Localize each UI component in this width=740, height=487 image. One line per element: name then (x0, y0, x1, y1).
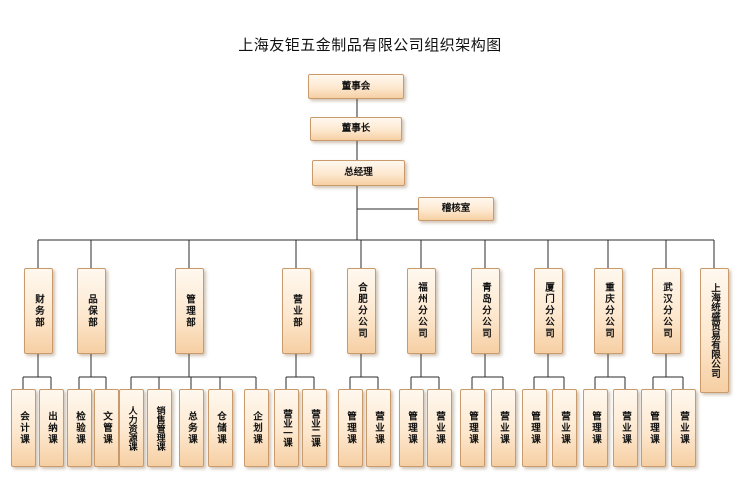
department-node-5: 合肥分公司 (346, 268, 376, 354)
section-node-8-2: 营业课 (551, 389, 577, 467)
chairman-node: 董事长 (310, 117, 402, 141)
department-node-7: 青岛分公司 (470, 268, 500, 354)
section-node-2-1: 检验课 (66, 389, 92, 467)
section-node-8-1: 管理课 (521, 389, 547, 467)
section-node-6-2: 营业课 (426, 389, 452, 467)
section-node-2-2: 文管课 (93, 389, 119, 467)
department-node-2: 品保部 (76, 268, 106, 354)
section-node-10-2: 营业课 (670, 389, 696, 467)
department-node-4: 营业部 (281, 268, 311, 354)
department-node-10: 武汉分公司 (651, 268, 681, 354)
section-node-1-1: 会计课 (10, 389, 36, 467)
section-node-1-2: 出纳课 (38, 389, 64, 467)
department-node-1: 财务部 (23, 268, 53, 354)
general-manager-node: 总经理 (312, 160, 405, 186)
section-node-5-1: 管理课 (337, 389, 363, 467)
section-node-10-1: 管理课 (640, 389, 666, 467)
chart-title: 上海友钜五金制品有限公司组织架构图 (238, 36, 502, 54)
department-node-11: 上海统盛贸易有限公司 (699, 268, 729, 393)
section-node-7-2: 营业课 (490, 389, 516, 467)
department-node-8: 厦门分公司 (533, 268, 563, 354)
section-node-5-2: 营业课 (365, 389, 391, 467)
section-node-4-2: 营业二课 (301, 389, 327, 467)
board-node: 董事会 (308, 74, 404, 99)
section-node-3-3: 总务课 (178, 389, 204, 467)
section-node-6-1: 管理课 (398, 389, 424, 467)
section-node-3-2: 销售管理课 (146, 389, 172, 467)
department-node-6: 福州分公司 (406, 268, 436, 354)
section-node-3-5: 企划课 (243, 389, 269, 467)
section-node-3-4: 仓储课 (207, 389, 233, 467)
section-node-9-1: 管理课 (582, 389, 608, 467)
section-node-3-1: 人力资源课 (118, 389, 144, 467)
section-node-7-1: 管理课 (459, 389, 485, 467)
department-node-3: 管理部 (174, 268, 204, 354)
audit-office-node: 稽核室 (418, 197, 494, 221)
section-node-9-2: 营业课 (612, 389, 638, 467)
department-node-9: 重庆分公司 (593, 268, 623, 354)
section-node-4-1: 营业一课 (273, 389, 299, 467)
